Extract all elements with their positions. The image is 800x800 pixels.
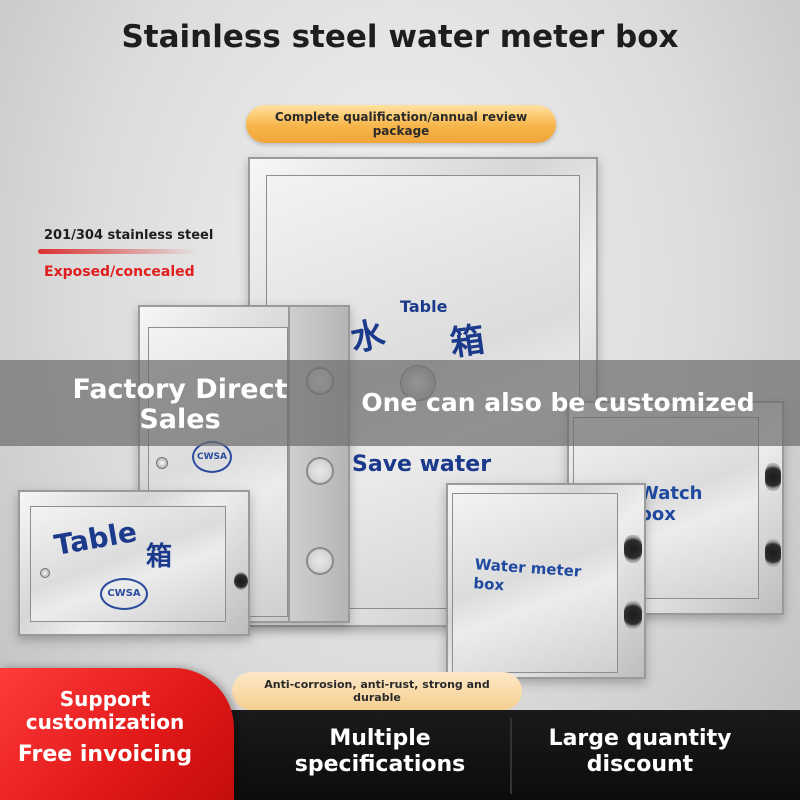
conduit-hole-icon [765,539,781,567]
conduit-hole-icon [765,463,781,491]
page-title: Stainless steel water meter box [121,19,679,55]
keyhole-icon [156,457,168,469]
conduit-hole-icon [624,535,642,563]
qualification-badge-text: Complete qualification/annual review pac… [274,110,528,138]
knockout-icon [306,547,334,575]
large-box-char-2: 箱 [447,319,488,365]
conduit-hole-icon [624,601,642,629]
conduit-hole-icon [234,572,248,590]
knockout-icon [306,457,334,485]
promo-band [0,360,800,446]
medium-meter-box: Water meter box [446,483,646,679]
medium-box-label: Water meter box [472,555,582,595]
bottom-divider [510,718,512,794]
customization-text: Support customization [25,687,185,734]
save-water-text: Save water [352,452,492,477]
customized-text: One can also be customized [361,388,755,417]
discount-text: Large quantity discount [548,726,732,777]
durability-badge: Anti-corrosion, anti-rust, strong and du… [232,672,522,710]
qualification-badge: Complete qualification/annual review pac… [246,105,556,143]
factory-direct-text: Factory Direct Sales [72,374,288,435]
keyhole-icon [40,568,50,578]
tall-box-side [288,305,350,623]
horizontal-meter-box: Table 箱 CWSA [18,490,250,636]
durability-badge-text: Anti-corrosion, anti-rust, strong and du… [264,678,490,704]
specifications-text: Multiple specifications [294,726,466,777]
horizontal-box-char: 箱 [146,542,173,572]
large-box-label: Table [400,297,448,316]
right-box-label: Watch box [639,483,703,525]
material-underline [38,249,198,254]
material-label: 201/304 stainless steel [44,228,214,243]
cwsa-logo: CWSA [100,578,148,610]
red-promo-panel [0,668,234,800]
medium-box-door [452,493,618,673]
horizontal-box-door [30,506,226,622]
install-type-label: Exposed/concealed [44,264,195,280]
invoicing-text: Free invoicing [17,742,193,767]
